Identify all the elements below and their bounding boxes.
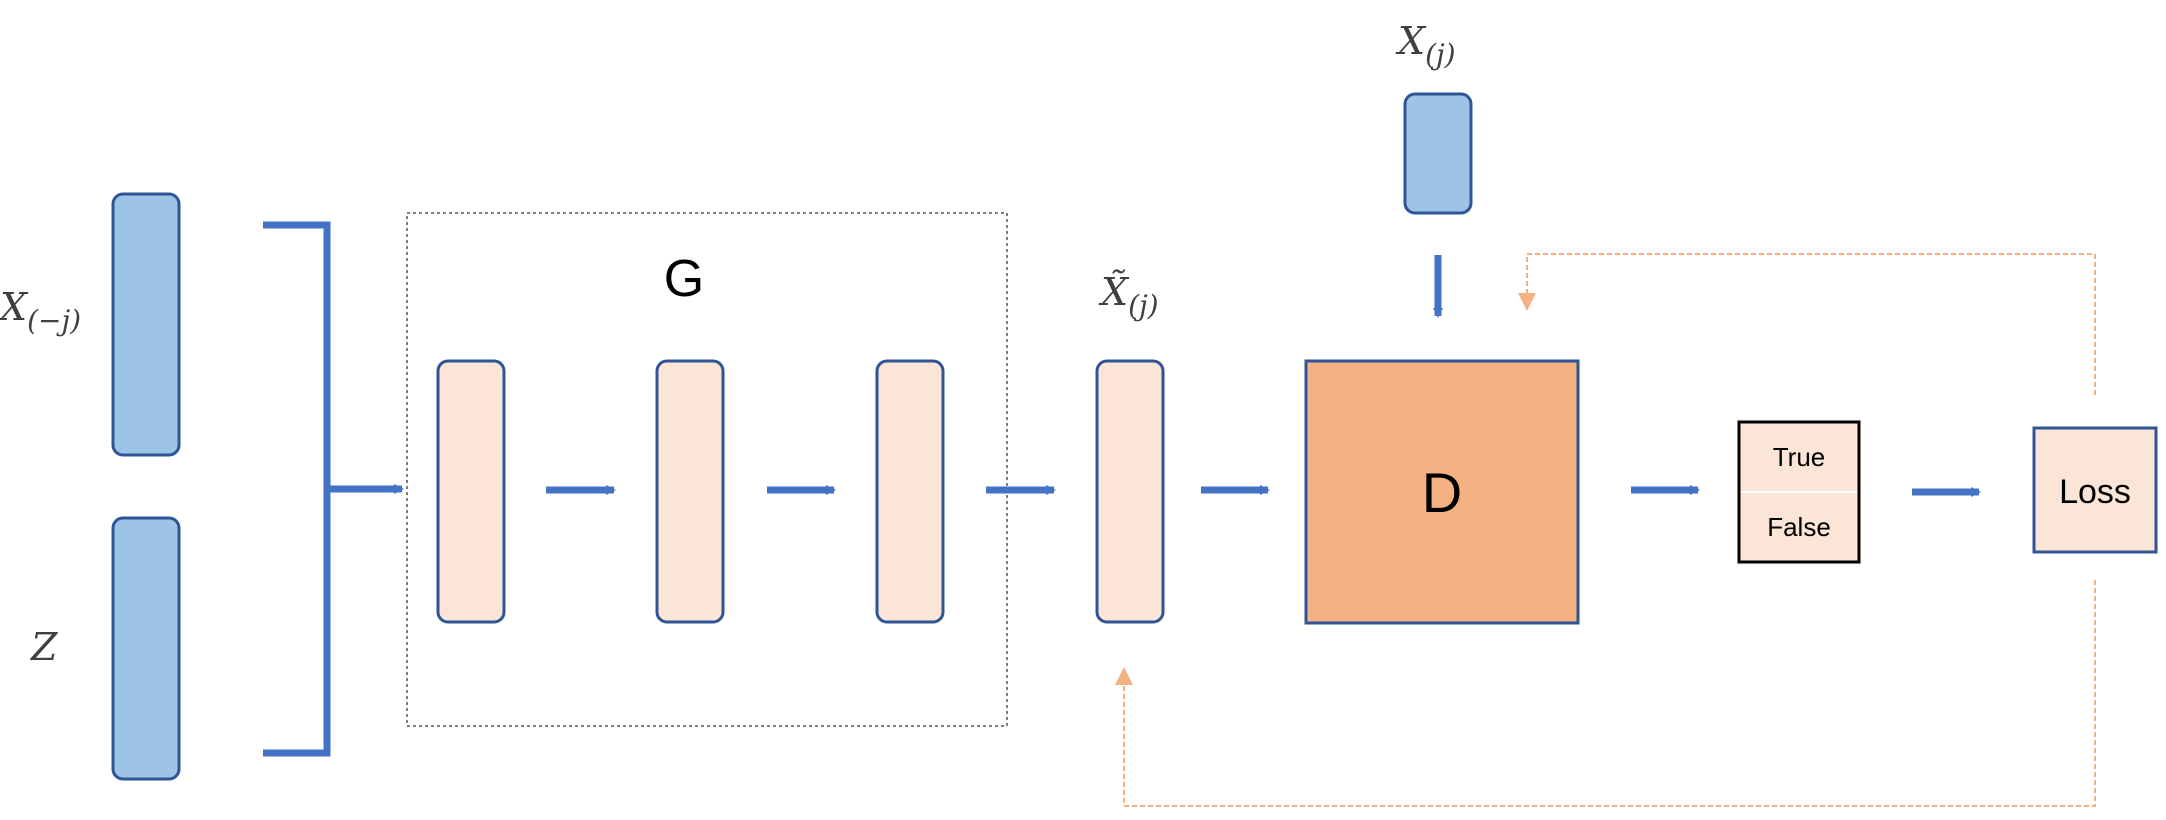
generator-layer-3 [875,359,945,624]
discriminator-box [1304,359,1580,625]
x-minus-j-label: X(−j) [0,285,81,337]
x-tilde-label: X̃(j) [1098,270,1159,322]
true-label: True [1773,442,1826,472]
z-label: Z [30,625,58,669]
discriminator-label: D [1422,461,1462,524]
x-j-block [1403,92,1473,215]
false-label: False [1767,512,1831,542]
loss-label: Loss [2059,473,2131,511]
x-j-label: X(j) [1395,19,1456,71]
input-bracket [263,221,331,757]
generator-label: G [664,250,704,308]
generator-layer-2 [655,359,725,624]
feedback-to-generator [1115,580,2096,807]
loss-box [2032,426,2158,554]
generator-layer-1 [436,359,506,624]
feedback-to-discriminator [1518,253,2096,395]
z-block [111,516,181,781]
generator-box [406,212,1008,727]
x-tilde-block [1095,359,1165,624]
x-minus-j-block [111,192,181,457]
